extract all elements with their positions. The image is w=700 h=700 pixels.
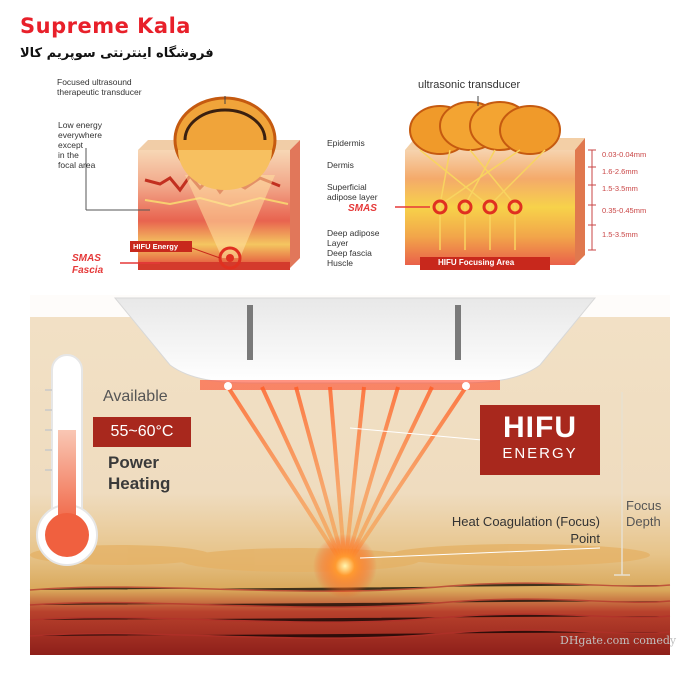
low-energy-line5: focal area — [58, 160, 95, 170]
available-label: Available — [103, 388, 168, 406]
layer-superficial-line1: Superficial — [327, 182, 367, 192]
contact-glow — [200, 380, 500, 390]
focus-depth-label: Focus Depth — [626, 498, 661, 530]
measurement-3: 1.5-3.5mm — [602, 184, 638, 193]
fascia-label-left: Fascia — [72, 265, 103, 276]
low-energy-line1: Low energy — [58, 120, 102, 130]
transducer-label-line1: Focused ultrasound — [57, 77, 132, 87]
layer-deep-line1: Deep adipose — [327, 228, 379, 238]
left-transducer — [175, 98, 275, 190]
layer-smas: SMAS — [348, 203, 377, 214]
watermark: DHgate.com comedy — [560, 634, 676, 647]
layer-deep-line2: Layer — [327, 238, 348, 248]
low-energy-line4: in the — [58, 150, 79, 160]
power-label: Power — [108, 452, 170, 473]
temperature-badge: 55~60°C — [93, 417, 191, 447]
power-heating-label: Power Heating — [108, 452, 170, 494]
layer-dermis: Dermis — [327, 160, 354, 170]
beam-origin-right — [462, 382, 470, 390]
layer-muscle: Huscle — [327, 258, 353, 268]
measurement-1: 0.03-0.04mm — [602, 150, 646, 159]
layer-epidermis: Epidermis — [327, 138, 365, 148]
heat-coagulation-line2: Point — [420, 530, 600, 547]
heating-label: Heating — [108, 473, 170, 494]
hifu-device-head — [115, 298, 595, 383]
measurement-5: 1.5-3.5mm — [602, 230, 638, 239]
transducer-label-line2: therapeutic transducer — [57, 87, 142, 97]
hifu-badge-title: HIFU — [480, 411, 600, 445]
focus-depth-line1: Focus — [626, 498, 661, 514]
layer-deep-fascia: Deep fascia — [327, 248, 372, 258]
left-focal-dot — [226, 254, 234, 262]
low-energy-line2: everywhere — [58, 130, 102, 140]
low-energy-line3: except — [58, 140, 83, 150]
focus-point-glow — [313, 534, 377, 598]
smas-label-left: SMAS — [72, 253, 101, 264]
beam-origin-left — [224, 382, 232, 390]
measurement-ticks — [588, 150, 596, 250]
right-transducer-array — [410, 102, 560, 154]
heat-coagulation-label: Heat Coagulation (Focus) Point — [420, 513, 600, 547]
measurement-4: 0.35-0.45mm — [602, 206, 646, 215]
hifu-badge-subtitle: ENERGY — [480, 445, 600, 463]
focusing-area-label: HIFU Focusing Area — [438, 258, 514, 267]
layer-superficial-line2: adipose layer — [327, 192, 378, 202]
focus-depth-line2: Depth — [626, 514, 661, 530]
hifu-energy-badge: HIFU ENERGY — [480, 405, 600, 475]
heat-coagulation-line1: Heat Coagulation (Focus) — [420, 513, 600, 530]
measurement-2: 1.6-2.6mm — [602, 167, 638, 176]
ultrasonic-transducer-label: ultrasonic transducer — [418, 79, 520, 91]
hifu-energy-tag: HIFU Energy — [133, 242, 178, 252]
